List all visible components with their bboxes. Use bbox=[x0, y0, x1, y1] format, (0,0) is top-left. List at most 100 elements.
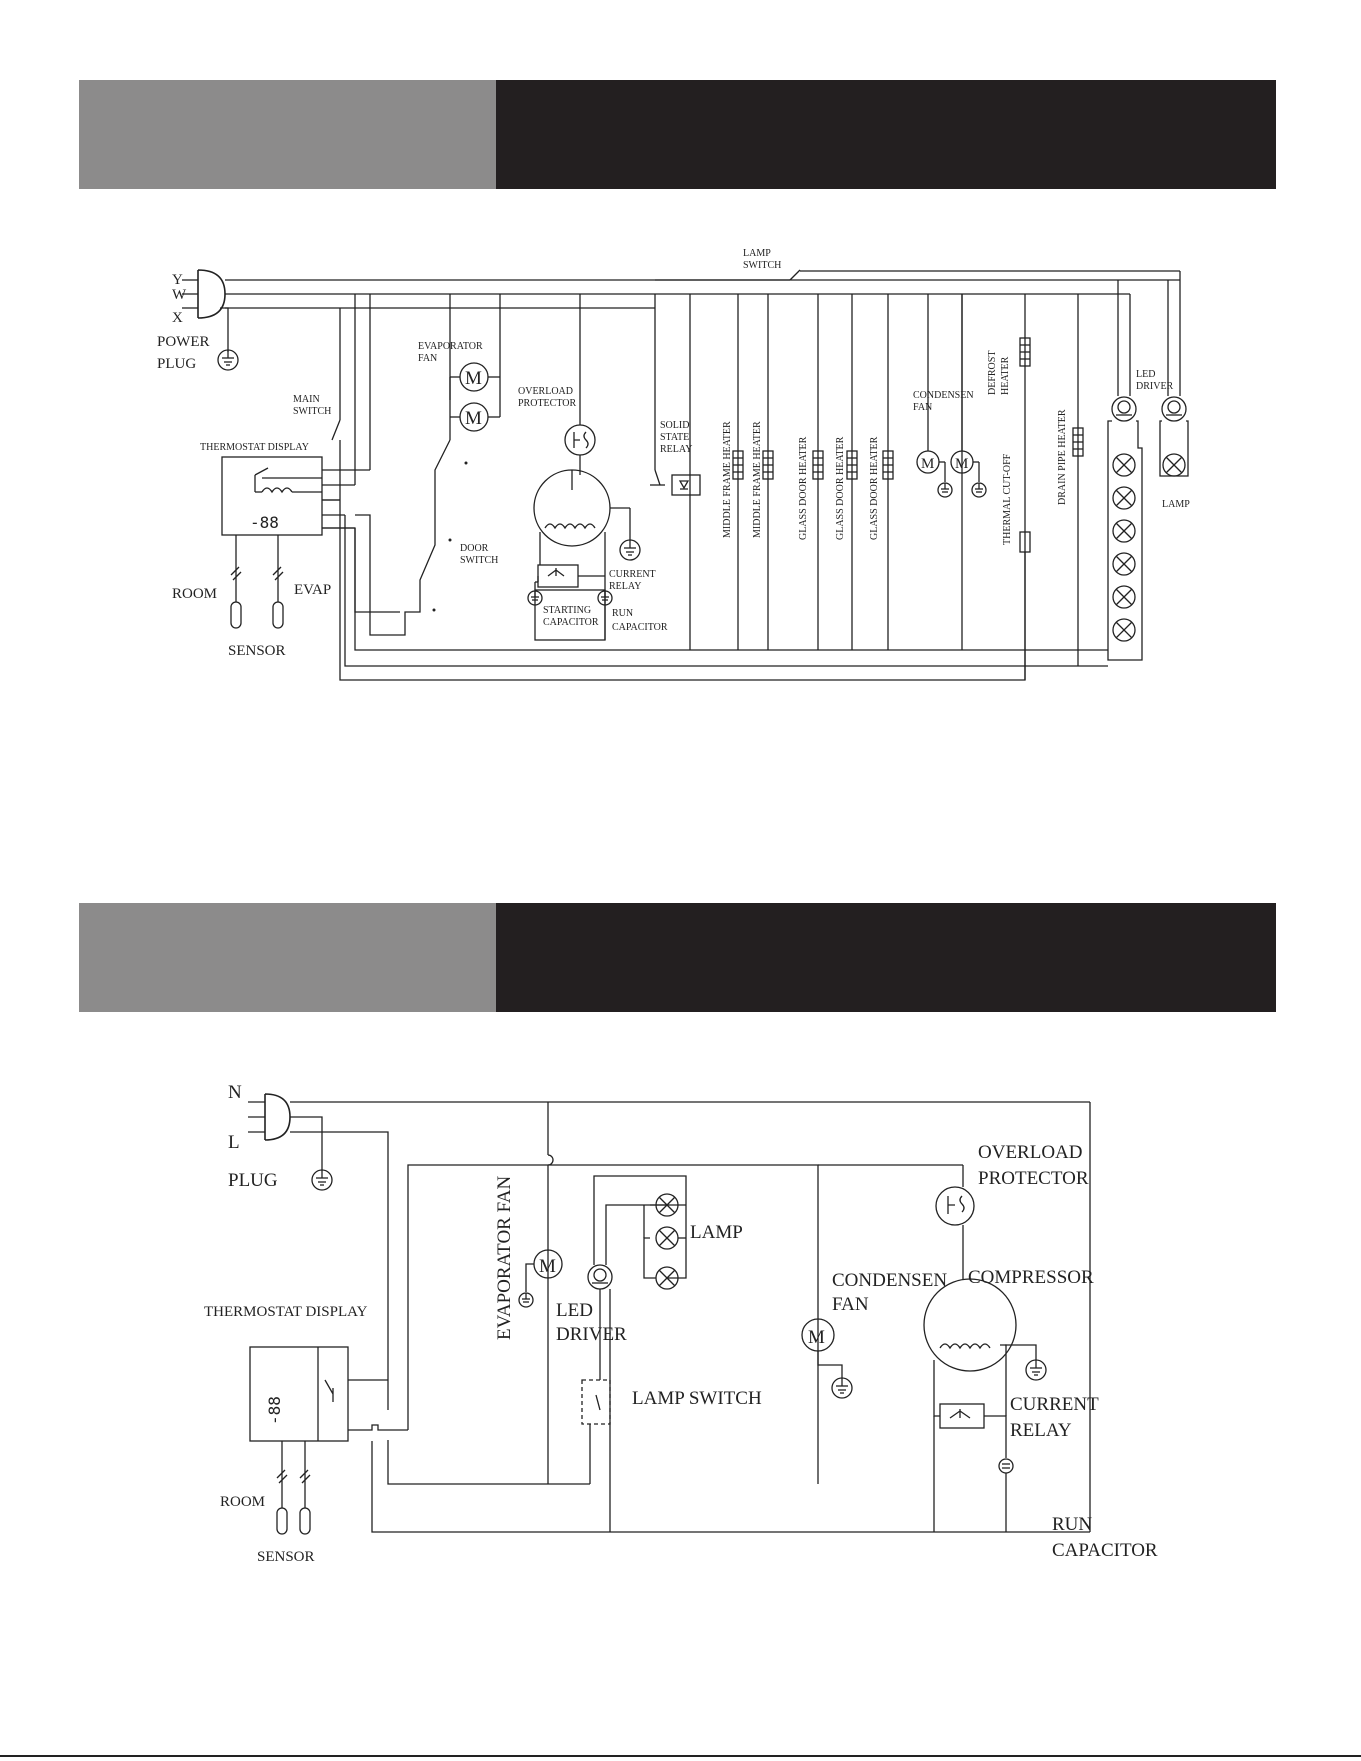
compressor-circuit bbox=[527, 294, 641, 641]
thermostat-digits: -88 bbox=[265, 1396, 284, 1425]
plug-l-label: L bbox=[228, 1132, 240, 1153]
defrost-heater-label-2: HEATER bbox=[1000, 356, 1011, 395]
heater-branches bbox=[689, 294, 1084, 666]
evaporator-fan-label-2: FAN bbox=[418, 353, 437, 364]
run-capacitor-label-2: CAPACITOR bbox=[1052, 1540, 1158, 1561]
solid-state-relay-symbol bbox=[650, 308, 701, 496]
sensor-label: SENSOR bbox=[228, 643, 286, 659]
condensen-fan-symbol bbox=[801, 1318, 853, 1399]
ground-icon bbox=[217, 349, 239, 371]
motor-symbol: M bbox=[465, 368, 482, 389]
lamp-label: LAMP bbox=[690, 1222, 743, 1243]
solid-state-relay-label-1: SOLID bbox=[660, 420, 689, 431]
lamp-switch-label: LAMP SWITCH bbox=[632, 1388, 762, 1409]
room-sensor-symbol bbox=[230, 535, 242, 629]
condensen-fans bbox=[916, 294, 987, 498]
banner-gray-block bbox=[79, 903, 496, 1012]
current-relay-label-2: RELAY bbox=[1010, 1420, 1072, 1441]
glass-door-heater-label-2: GLASS DOOR HEATER bbox=[835, 436, 846, 540]
thermal-cut-off-label: THERMAL CUT-OFF bbox=[1002, 453, 1013, 545]
banner-dark-block bbox=[496, 80, 1276, 189]
compressor-label: COMPRESSOR bbox=[968, 1267, 1094, 1288]
starting-capacitor-label-1: STARTING bbox=[543, 605, 591, 616]
main-switch-label-1: MAIN bbox=[293, 394, 320, 405]
thermostat-display-box bbox=[249, 1346, 408, 1442]
evap-label: EVAP bbox=[294, 582, 331, 598]
motor-symbol: M bbox=[465, 408, 482, 429]
wiring-diagram-1: Y W X POWER PLUG LAMP SWITCH bbox=[157, 248, 1190, 681]
overload-protector-label-2: PROTECTOR bbox=[978, 1168, 1089, 1189]
footer-rule bbox=[0, 1755, 1361, 1757]
led-driver-label-2: DRIVER bbox=[556, 1324, 627, 1345]
power-bus bbox=[225, 269, 1181, 309]
evaporator-fan-label-1: EVAPORATOR bbox=[418, 341, 483, 352]
section-header-banner-1 bbox=[79, 80, 1276, 189]
run-capacitor-label-1: RUN bbox=[1052, 1514, 1092, 1535]
middle-frame-heater-label-2: MIDDLE FRAME HEATER bbox=[752, 421, 763, 538]
solid-state-relay-label-3: RELAY bbox=[660, 444, 692, 455]
lamp-switch-label-2: SWITCH bbox=[743, 260, 781, 271]
solid-state-relay-label-2: STATE bbox=[660, 432, 689, 443]
current-relay-label-1: CURRENT bbox=[609, 569, 656, 580]
current-relay-label-1: CURRENT bbox=[1010, 1394, 1099, 1415]
plug-n-label: N bbox=[228, 1082, 242, 1103]
glass-door-heater-label-3: GLASS DOOR HEATER bbox=[869, 436, 880, 540]
lamp-label: LAMP bbox=[1162, 499, 1190, 510]
starting-capacitor-label-2: CAPACITOR bbox=[543, 617, 599, 628]
section-header-banner-2 bbox=[79, 903, 1276, 1012]
power-plug-label-2: PLUG bbox=[157, 356, 196, 372]
plug-label: PLUG bbox=[228, 1170, 278, 1191]
evaporator-fan-label: EVAPORATOR FAN bbox=[494, 1176, 515, 1340]
glass-door-heater-label-1: GLASS DOOR HEATER bbox=[798, 436, 809, 540]
lamp-switch-label-1: LAMP bbox=[743, 248, 771, 259]
sensor-label: SENSOR bbox=[257, 1549, 315, 1565]
plug-w-label: W bbox=[172, 287, 187, 303]
motor-symbol: M bbox=[921, 456, 934, 472]
main-switch-symbol bbox=[322, 294, 371, 501]
condensen-fan-label-2: FAN bbox=[832, 1294, 869, 1315]
condensen-fan-label-1: CONDENSEN bbox=[832, 1270, 947, 1291]
plug-x-label: X bbox=[172, 310, 183, 326]
motor-symbol: M bbox=[539, 1256, 556, 1277]
thermostat-display-label: THERMOSTAT DISPLAY bbox=[204, 1304, 368, 1320]
overload-protector-label-2: PROTECTOR bbox=[518, 398, 576, 409]
power-plug-symbol bbox=[182, 269, 239, 371]
condensen-fan-label-2: FAN bbox=[913, 402, 932, 413]
thermostat-display-label: THERMOSTAT DISPLAY bbox=[200, 442, 309, 453]
evap-sensor-symbol bbox=[272, 535, 284, 629]
motor-symbol: M bbox=[808, 1327, 825, 1348]
banner-gray-block bbox=[79, 80, 496, 189]
current-relay-label-2: RELAY bbox=[609, 581, 641, 592]
motor-symbol: M bbox=[955, 456, 968, 472]
middle-frame-heater-label-1: MIDDLE FRAME HEATER bbox=[722, 421, 733, 538]
led-driver-label-1: LED bbox=[1136, 369, 1155, 380]
main-wiring bbox=[371, 1102, 1091, 1533]
led-lamp-circuit bbox=[1107, 280, 1189, 661]
plug-symbol bbox=[248, 1093, 1090, 1410]
defrost-heater-label-1: DEFROST bbox=[987, 351, 998, 395]
room-label: ROOM bbox=[172, 586, 217, 602]
main-switch-label-2: SWITCH bbox=[293, 406, 331, 417]
power-plug-label-1: POWER bbox=[157, 334, 210, 350]
banner-dark-block bbox=[496, 903, 1276, 1012]
door-switch-label-2: SWITCH bbox=[460, 555, 498, 566]
thermostat-digits: -88 bbox=[250, 513, 279, 532]
led-lamp-circuit bbox=[581, 1175, 687, 1532]
door-switch-symbol bbox=[354, 439, 468, 636]
plug-y-label: Y bbox=[172, 272, 183, 288]
thermostat-display-box bbox=[221, 456, 355, 536]
drain-pipe-heater-label: DRAIN PIPE HEATER bbox=[1057, 409, 1068, 505]
evaporator-fan-symbol bbox=[518, 1249, 563, 1308]
evaporator-fans bbox=[449, 294, 501, 440]
run-capacitor-label-1: RUN bbox=[612, 608, 633, 619]
room-label: ROOM bbox=[220, 1494, 265, 1510]
wiring-diagram-2: N L PLUG -88 THERMOSTAT DISPLAY ROOM SEN… bbox=[204, 1082, 1158, 1565]
return-lines bbox=[322, 500, 1108, 681]
overload-protector-label-1: OVERLOAD bbox=[978, 1142, 1083, 1163]
condensen-fan-label-1: CONDENSEN bbox=[913, 390, 974, 401]
led-driver-label-1: LED bbox=[556, 1300, 593, 1321]
led-driver-label-2: DRIVER bbox=[1136, 381, 1174, 392]
run-capacitor-label-2: CAPACITOR bbox=[612, 622, 668, 633]
overload-protector-label-1: OVERLOAD bbox=[518, 386, 573, 397]
